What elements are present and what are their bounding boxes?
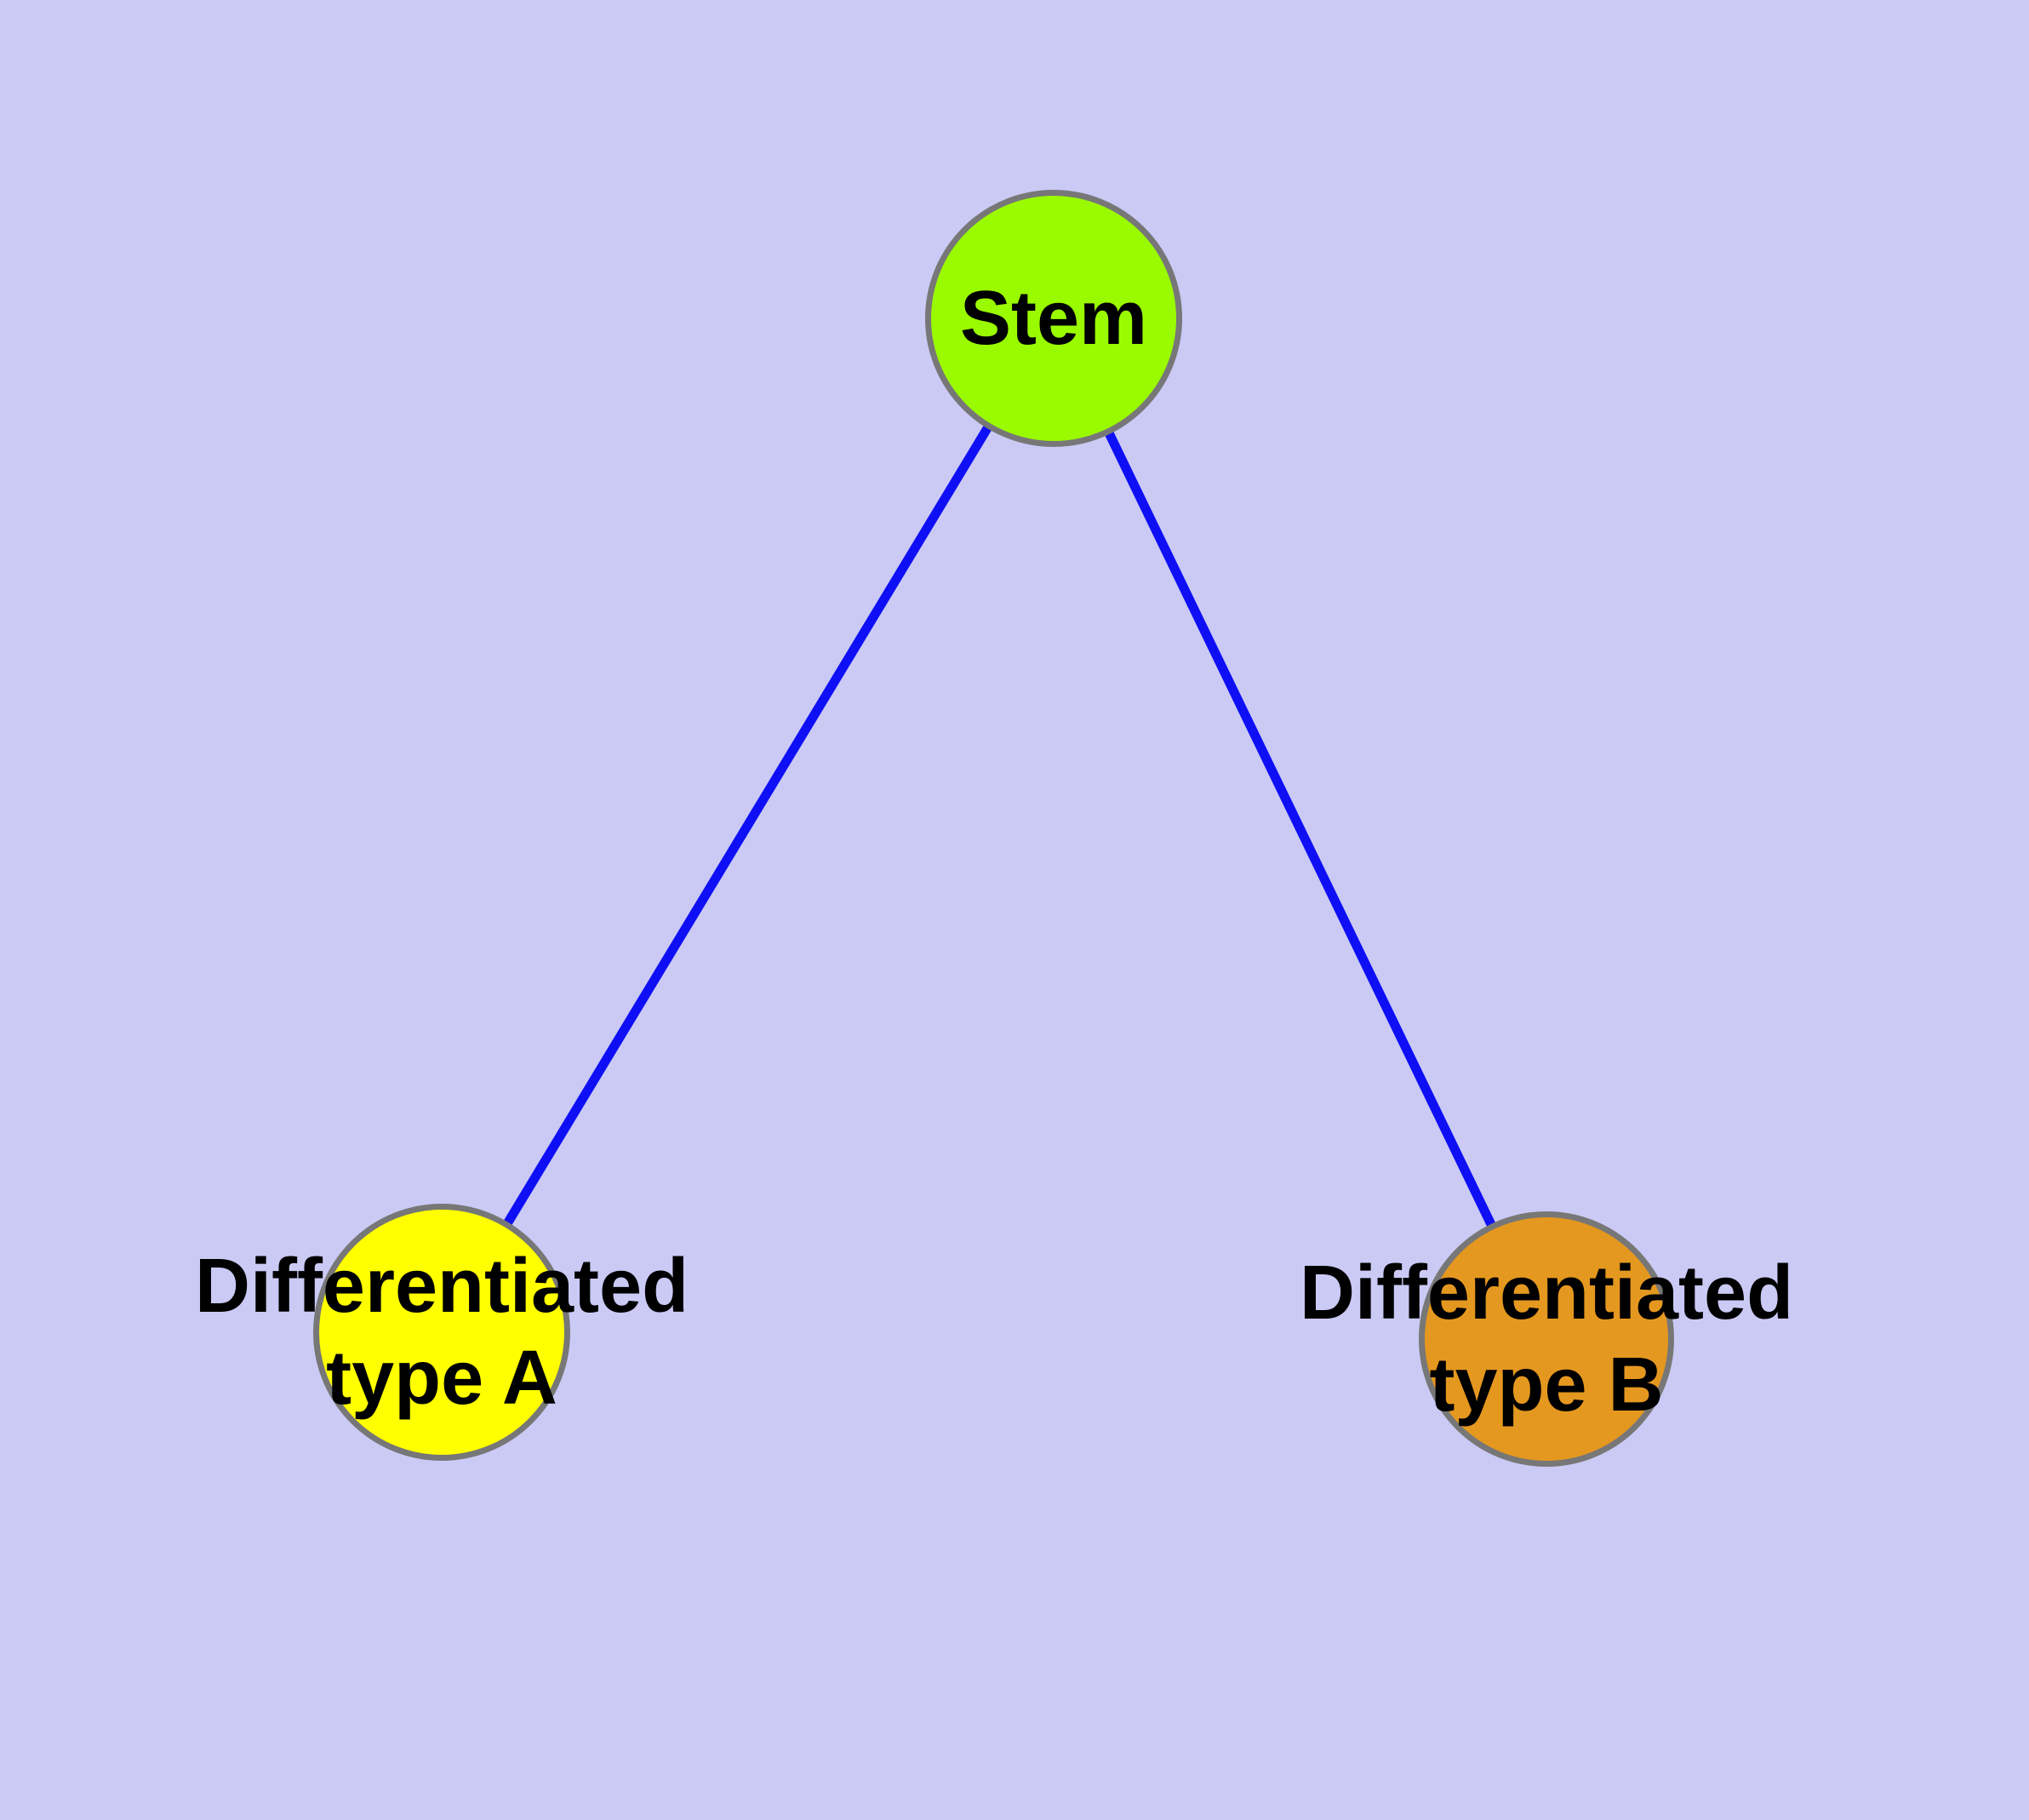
node-stem[interactable]: Stem bbox=[925, 190, 1182, 447]
node-differentiated-type-b[interactable]: Differentiated type B bbox=[1300, 1211, 1793, 1467]
edge-stem-to-type-b[interactable] bbox=[1049, 316, 1551, 1342]
node-stem-label: Stem bbox=[959, 276, 1148, 361]
node-differentiated-type-a[interactable]: Differentiated type A bbox=[195, 1204, 689, 1461]
edge-stem-to-type-a[interactable] bbox=[437, 316, 1058, 1335]
